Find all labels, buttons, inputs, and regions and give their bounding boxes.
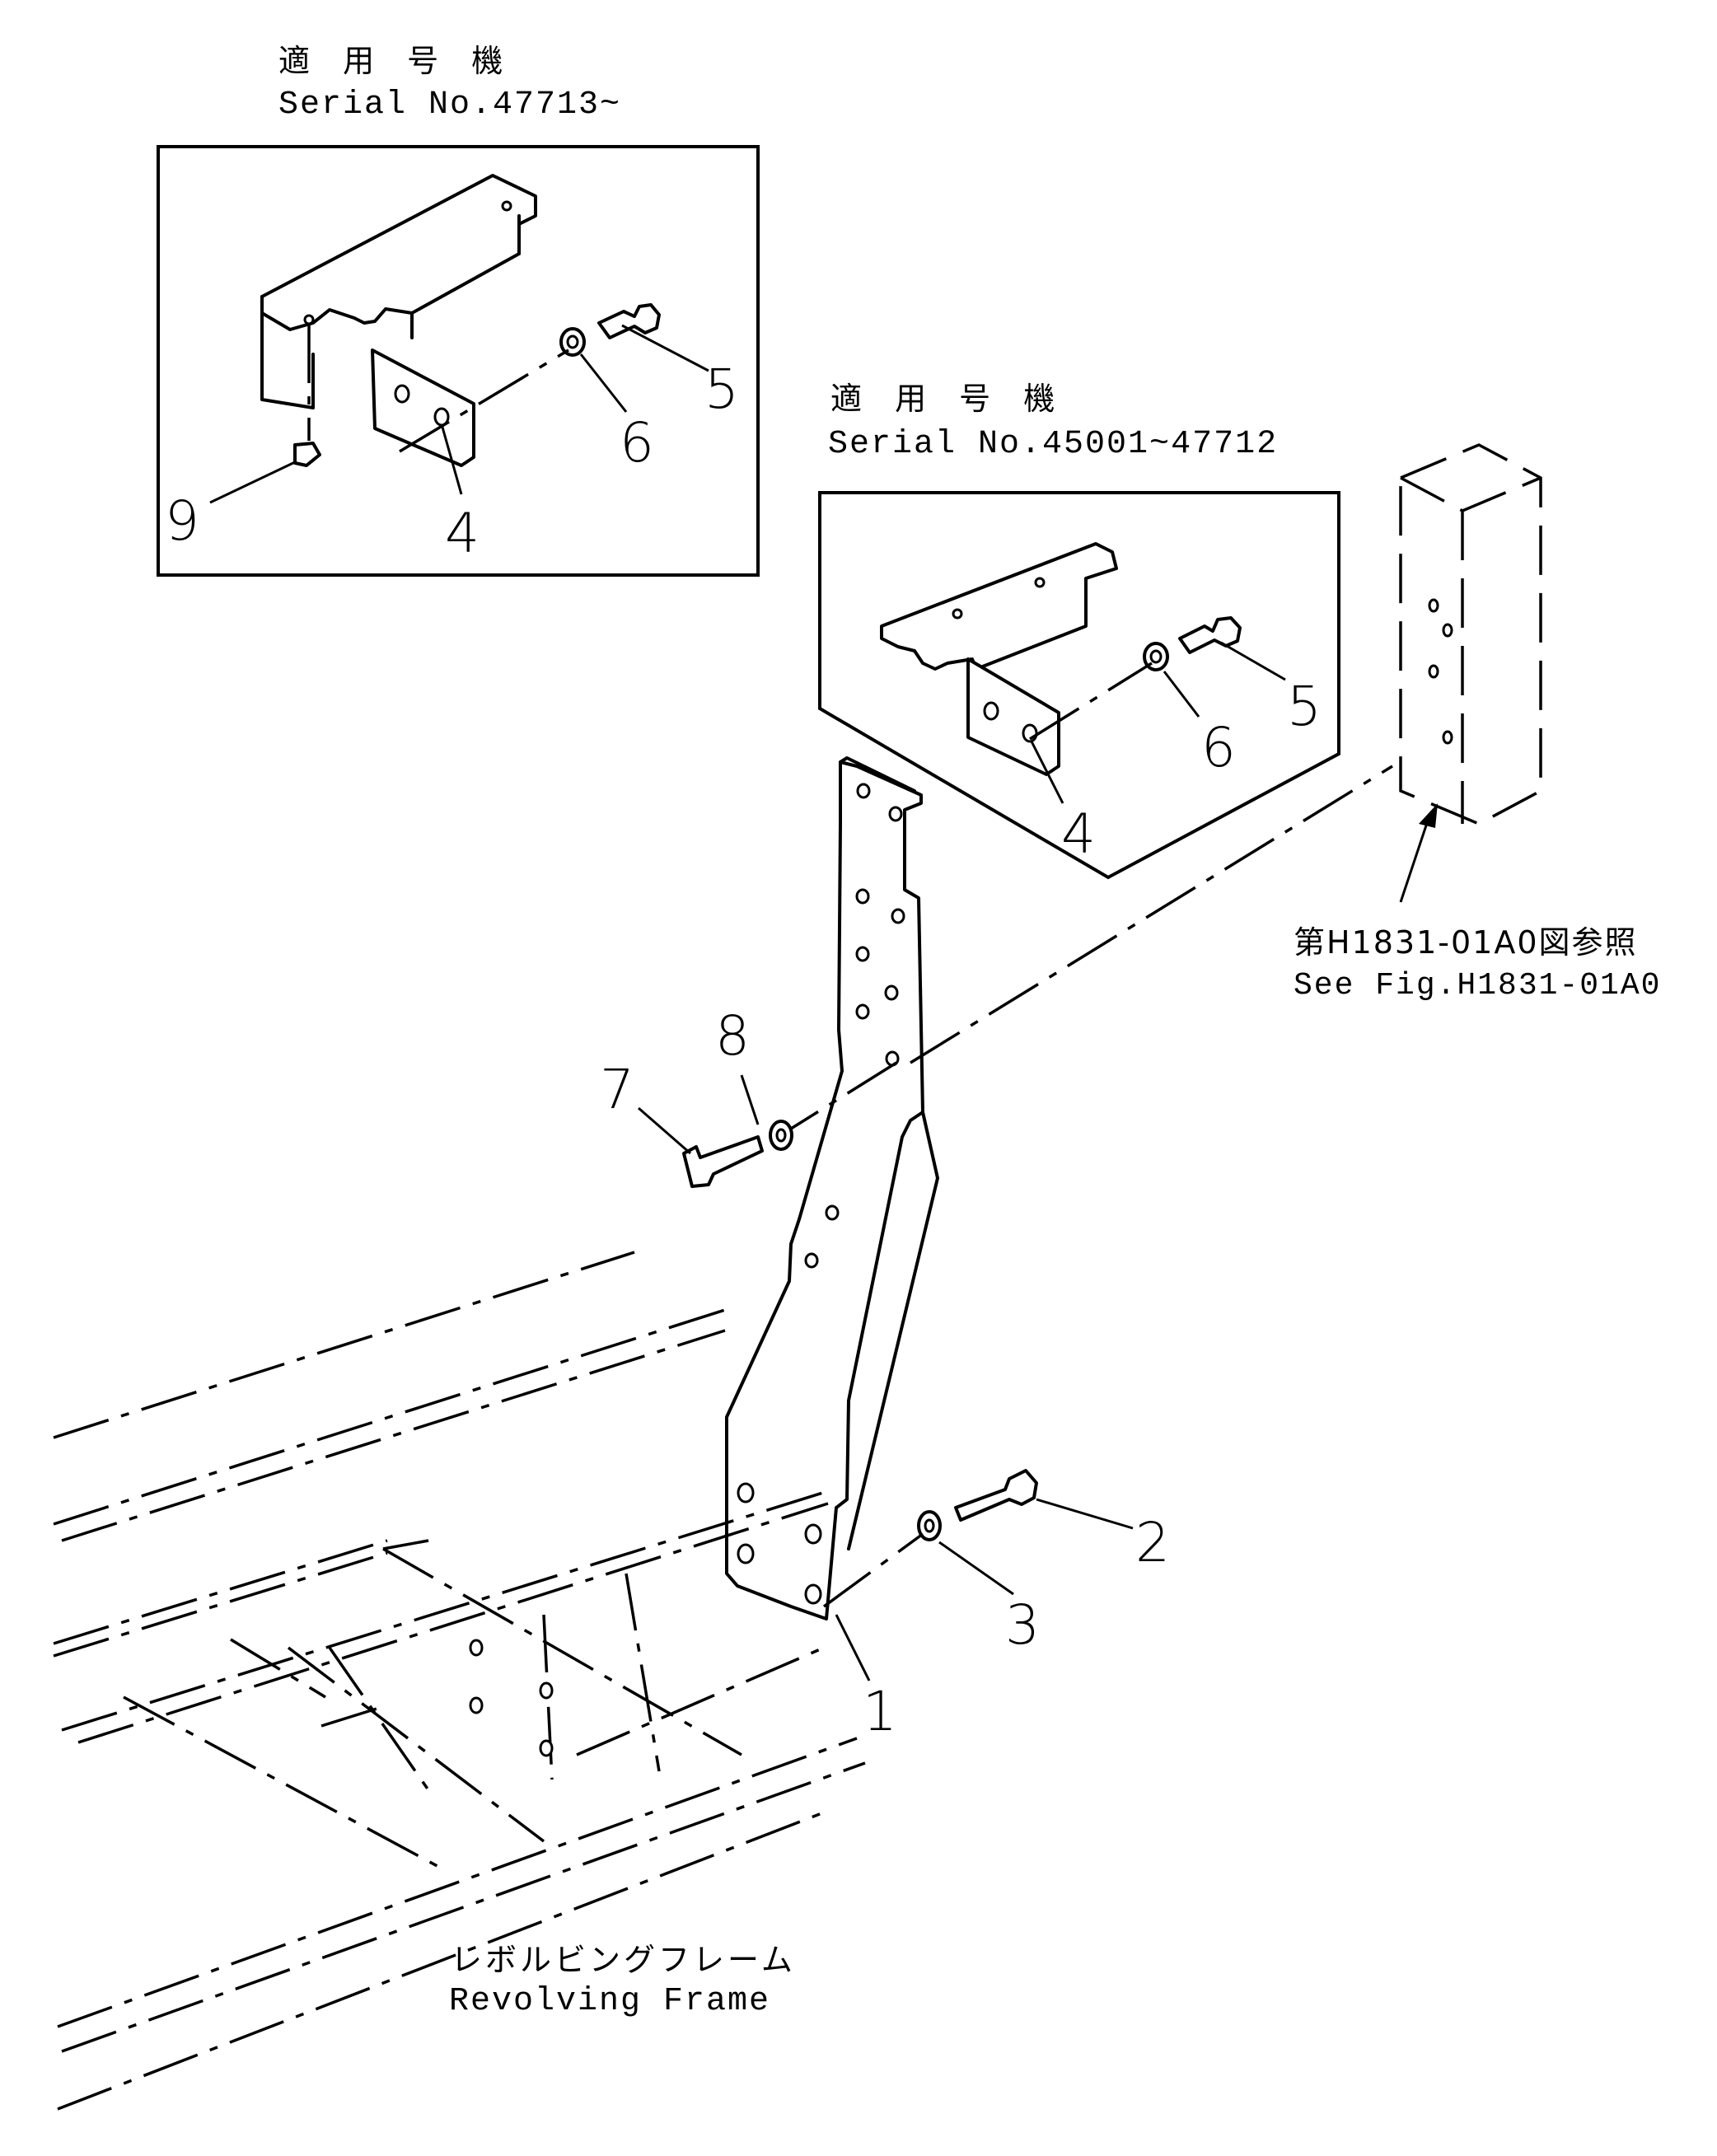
inset-b-label-jp: 適 用 号 機 bbox=[830, 381, 1067, 417]
revolving-frame bbox=[53, 1251, 866, 2111]
callout-3: 3 bbox=[1005, 1593, 1040, 1657]
reference-guide-line bbox=[910, 765, 1393, 1064]
callout-6-inset-b: 6 bbox=[1201, 716, 1236, 779]
callout-2: 2 bbox=[1135, 1511, 1170, 1574]
inset-a-clip bbox=[293, 442, 321, 467]
bolt-7-washer-8 bbox=[638, 1061, 897, 1188]
inset-a-label-jp: 適 用 号 機 bbox=[278, 43, 515, 79]
callout-7: 7 bbox=[600, 1058, 634, 1121]
callout-6-inset-a: 6 bbox=[620, 411, 654, 475]
callout-9: 9 bbox=[165, 489, 199, 553]
reference-label-en: See Fig.H1831-01A0 bbox=[1294, 968, 1662, 1003]
inset-b-frame bbox=[818, 491, 1340, 880]
main-bracket bbox=[725, 756, 939, 1621]
callout-4-inset-a: 4 bbox=[445, 502, 480, 565]
inset-a-bracket bbox=[260, 174, 537, 331]
bolt-2-washer-3 bbox=[822, 1469, 1134, 1681]
inset-a-plate bbox=[371, 348, 475, 467]
inset-a-label-en: Serial No.47713~ bbox=[278, 87, 622, 124]
inset-b-label-en: Serial No.45001~47712 bbox=[828, 426, 1279, 463]
callout-5-inset-b: 5 bbox=[1287, 675, 1322, 738]
reference-label-jp: 第H1831-01A0図参照 bbox=[1294, 924, 1638, 961]
inset-a-bolt bbox=[597, 303, 661, 339]
bolt-7 bbox=[682, 1135, 764, 1188]
frame-label-en: Revolving Frame bbox=[449, 1983, 771, 2020]
callout-8: 8 bbox=[715, 1004, 750, 1068]
callout-1: 1 bbox=[863, 1680, 897, 1743]
inset-a-group bbox=[157, 145, 760, 577]
inset-b-bracket bbox=[880, 542, 1118, 671]
inset-b-plate bbox=[966, 657, 1060, 776]
reference-block bbox=[1399, 443, 1542, 903]
bolt-2 bbox=[954, 1469, 1038, 1522]
callout-5-inset-a: 5 bbox=[704, 358, 739, 421]
frame-label-jp: レボルビングフレーム bbox=[451, 1942, 796, 1978]
callout-4-inset-b: 4 bbox=[1061, 802, 1096, 866]
inset-a-frame bbox=[157, 145, 760, 577]
inset-b-group bbox=[818, 491, 1340, 880]
